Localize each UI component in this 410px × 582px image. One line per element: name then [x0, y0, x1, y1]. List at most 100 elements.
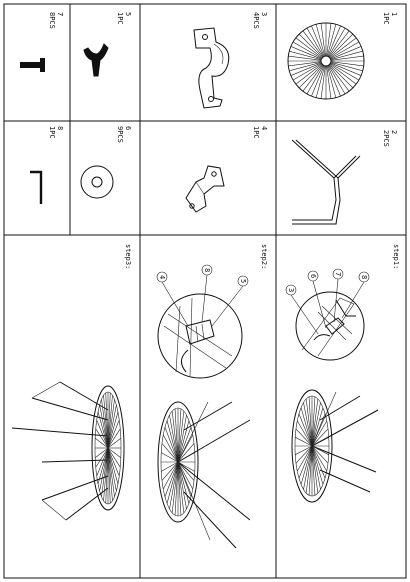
- tabletop-spoke: [329, 37, 357, 59]
- tabletop-spoke: [311, 445, 329, 455]
- tabletop-spoke: [329, 64, 354, 89]
- tabletop-spoke: [177, 415, 187, 463]
- part-5-qty: 1PC: [116, 12, 124, 25]
- tabletop-spoke: [161, 461, 179, 481]
- tabletop-spoke: [289, 62, 322, 72]
- tabletop-spoke: [97, 411, 109, 449]
- tabletop-spoke: [328, 65, 346, 95]
- part-5-number: 5: [124, 12, 132, 16]
- tabletop-spoke: [311, 396, 316, 447]
- tabletop-spoke: [308, 445, 313, 496]
- tabletop-spoke: [177, 408, 182, 463]
- hex-key-icon: [30, 170, 43, 204]
- tabletop-spoke: [328, 64, 350, 92]
- table-grid: [3, 3, 407, 579]
- tabletop-spoke: [290, 46, 322, 60]
- step-3-label: step3:: [124, 244, 132, 269]
- tabletop-spoke: [174, 408, 179, 463]
- part-4-number: 4: [260, 126, 268, 130]
- tabletop-spoke: [169, 461, 179, 509]
- part-6-cell: 6 9PCS: [80, 126, 132, 199]
- tabletop-spoke: [177, 411, 185, 463]
- part-7-qty: 8PCS: [48, 12, 56, 29]
- part-4-qty: 1PC: [252, 126, 260, 139]
- step-1-callouts: 3 6 7 8: [285, 268, 370, 335]
- pipe-clamp-icon: [193, 27, 230, 109]
- step-1-callout-6: 6: [309, 274, 317, 278]
- washer-icon: [80, 165, 114, 199]
- tabletop-spoke: [295, 37, 323, 59]
- tabletop-spoke: [292, 41, 322, 59]
- tabletop-spoke: [330, 50, 363, 60]
- tabletop-spoke: [329, 33, 354, 58]
- part-1-number: 1: [390, 12, 398, 16]
- part-8-cell: 8 1PC: [30, 126, 64, 204]
- tabletop-spoke: [298, 64, 323, 89]
- tabletop-spoke: [311, 437, 329, 447]
- tabletop-spoke: [177, 461, 182, 516]
- step-1-callout-3: 3: [287, 288, 295, 292]
- tabletop-spoke: [177, 461, 195, 481]
- tabletop-spoke: [169, 415, 179, 463]
- part-6-number: 6: [124, 126, 132, 130]
- tabletop-spoke: [107, 447, 119, 485]
- tabletop-spoke: [311, 25, 325, 57]
- tabletop-icon: [287, 22, 365, 100]
- part-6-qty: 9PCS: [116, 126, 124, 143]
- tabletop-spoke: [311, 420, 327, 447]
- tabletop-spoke: [97, 447, 109, 485]
- tabletop-spoke: [327, 24, 337, 57]
- part-8-number: 8: [56, 126, 64, 130]
- tabletop-spoke: [161, 443, 179, 463]
- tabletop-spoke: [305, 445, 313, 494]
- tabletop-spoke: [177, 443, 195, 463]
- tabletop-spoke: [320, 65, 326, 99]
- tabletop-spoke: [315, 24, 325, 57]
- tabletop-spoke: [327, 25, 341, 57]
- tabletop-spoke: [177, 461, 193, 490]
- tabletop-spoke: [164, 461, 179, 497]
- tabletop-spoke: [107, 447, 111, 504]
- tabletop-spoke: [300, 407, 313, 447]
- tabletop-spoke: [99, 405, 109, 449]
- tabletop-spoke: [311, 445, 316, 496]
- tabletop-spoke: [330, 61, 364, 67]
- tabletop-spoke: [311, 445, 326, 479]
- tabletop-spoke: [326, 23, 332, 57]
- tabletop-spoke: [95, 447, 109, 458]
- tabletop-spoke: [298, 33, 323, 58]
- tabletop-spoke: [107, 447, 120, 477]
- step-2-callout-4: 4: [158, 275, 166, 279]
- tabletop-spoke: [327, 65, 337, 98]
- step-1-detail-magnifier: [295, 291, 365, 361]
- tabletop-spoke: [300, 445, 313, 485]
- tabletop-spoke: [288, 61, 322, 67]
- tabletop-spoke: [311, 445, 319, 494]
- tabletop-spoke: [308, 396, 313, 447]
- tabletop-spoke: [328, 27, 346, 57]
- tabletop-spoke: [311, 407, 324, 447]
- tabletop-spoke: [303, 402, 313, 447]
- bolt-icon: [20, 58, 45, 72]
- tabletop-spoke: [330, 62, 362, 76]
- tabletop-spoke: [174, 461, 179, 516]
- tabletop-spoke: [107, 447, 115, 497]
- tabletop-spoke: [305, 398, 313, 447]
- tabletop-spoke: [96, 419, 109, 449]
- step-3-table-assembly: [11, 381, 125, 521]
- tabletop-spoke: [177, 452, 195, 463]
- tabletop-spoke: [107, 405, 117, 449]
- part-2-qty: 2PCS: [382, 130, 390, 147]
- tabletop-spoke: [297, 420, 313, 447]
- step-1-callout-7: 7: [334, 272, 342, 276]
- tabletop-spoke: [171, 411, 179, 463]
- tabletop-spoke: [107, 438, 121, 449]
- wing-nut-icon: [83, 43, 109, 77]
- tabletop-spoke: [166, 461, 179, 504]
- tabletop-spoke: [306, 27, 324, 57]
- tabletop-spoke: [163, 434, 179, 463]
- tabletop-spoke: [311, 413, 326, 447]
- tabletop-spoke: [311, 445, 327, 472]
- tabletop-spoke: [295, 445, 313, 455]
